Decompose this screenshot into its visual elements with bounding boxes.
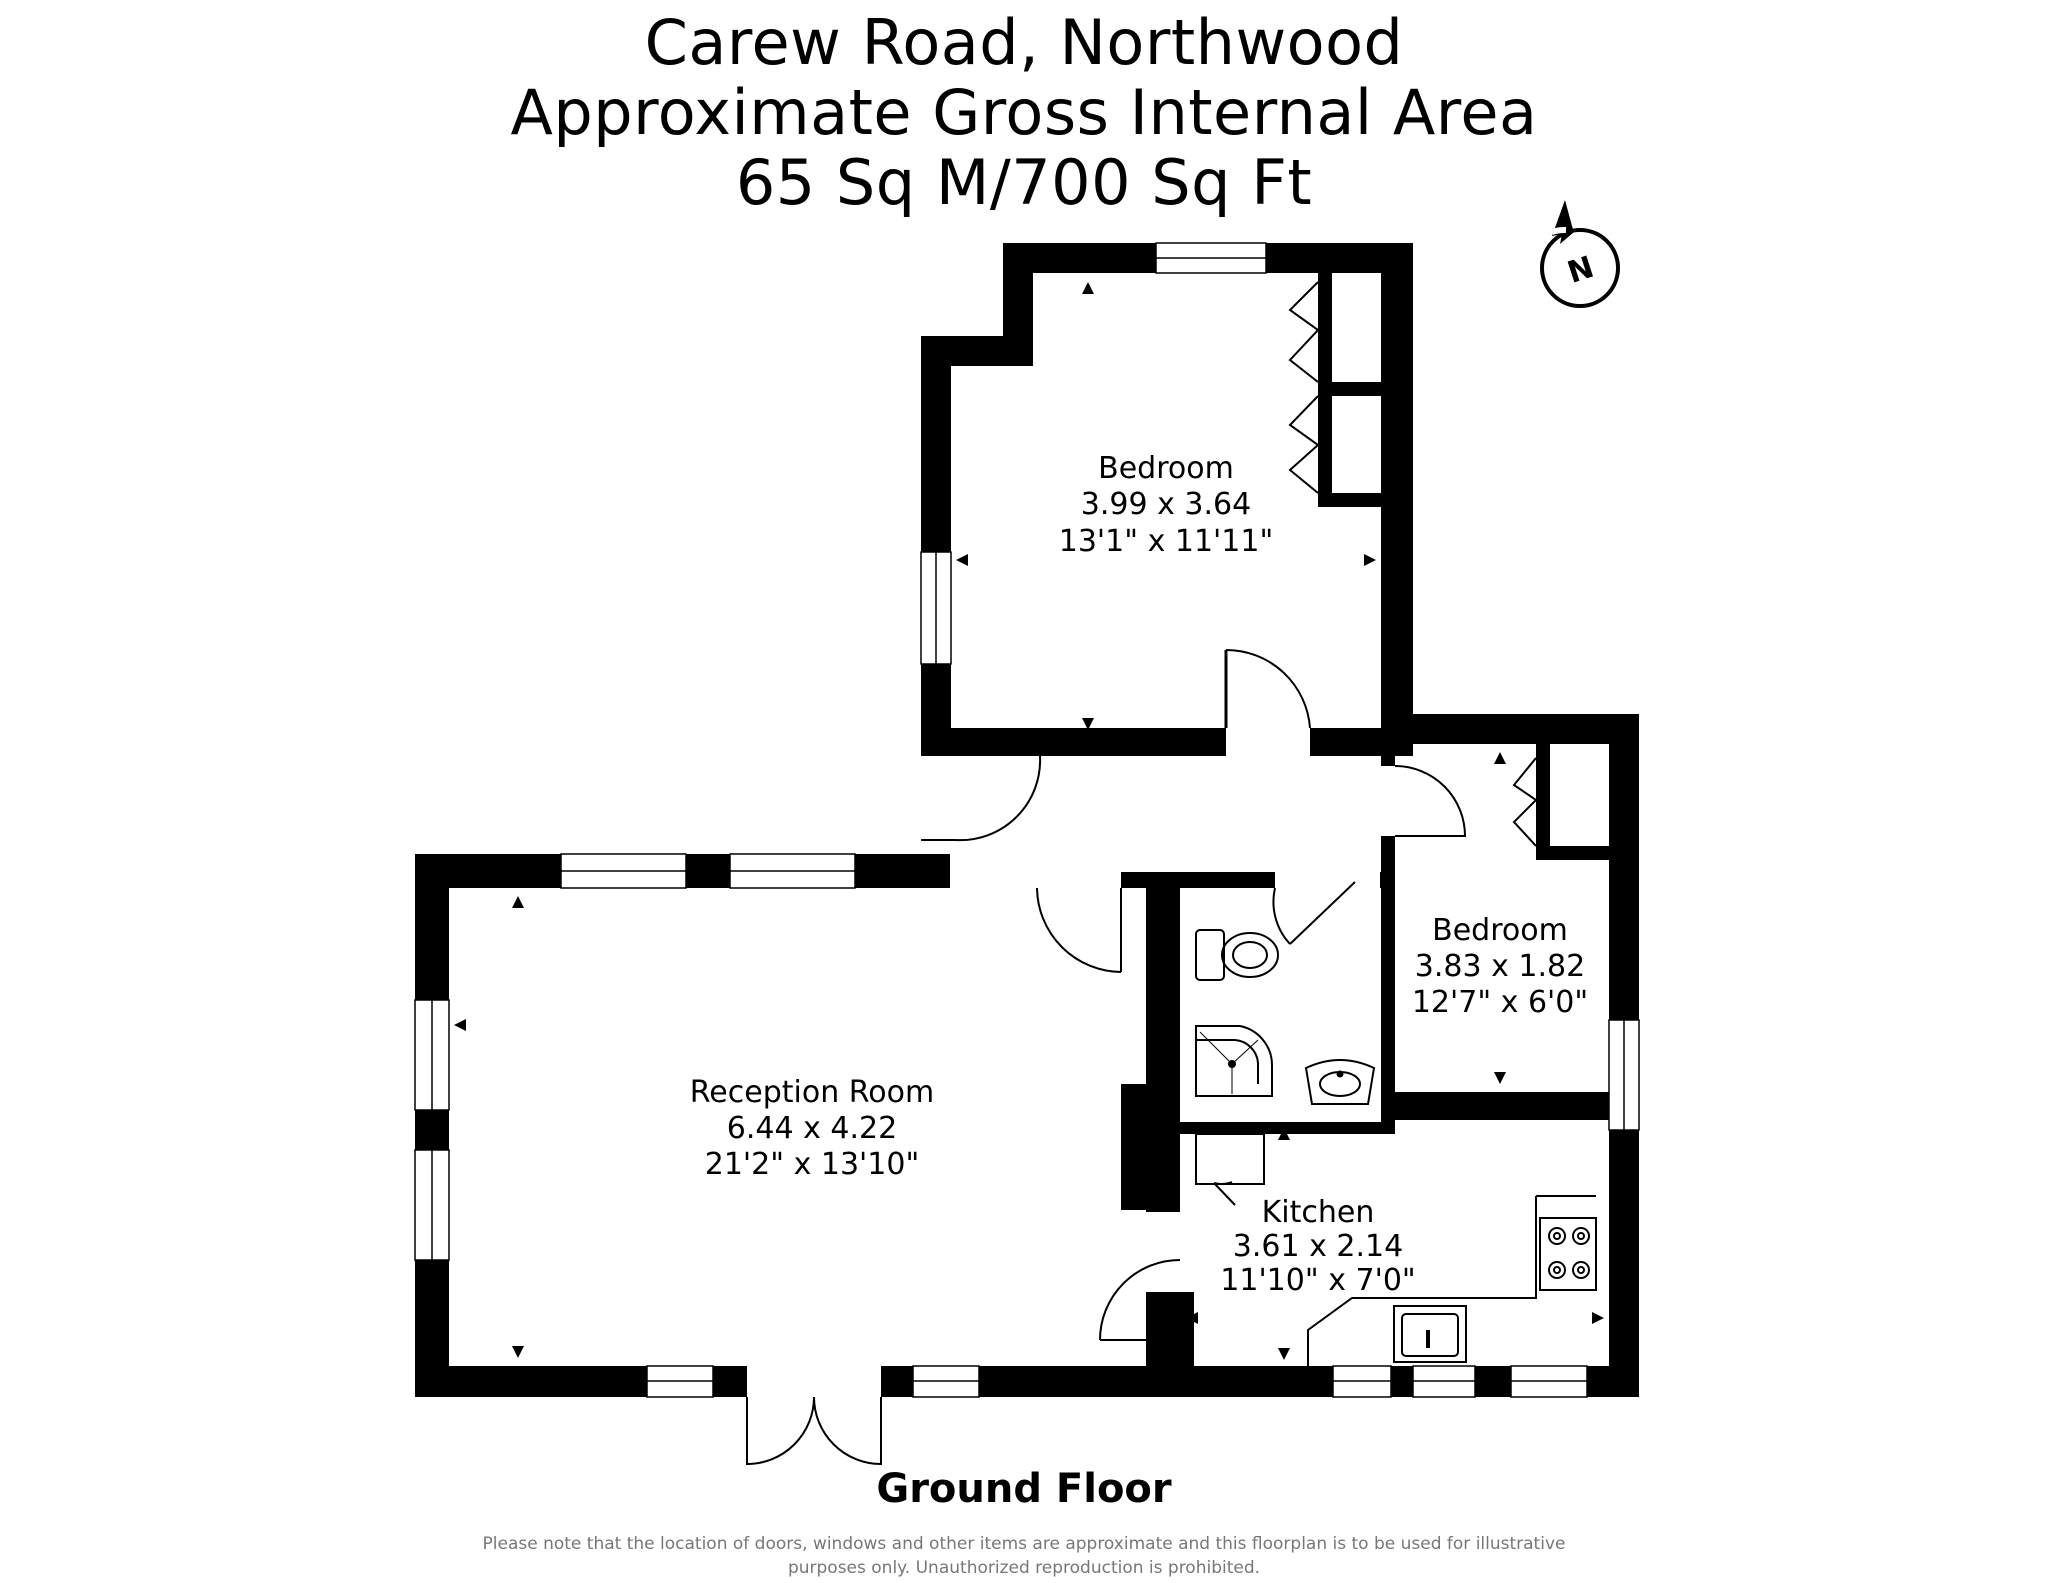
disclaimer-line: purposes only. Unauthorized reproduction… <box>787 1558 1261 1578</box>
room-metric-size: 3.83 x 1.82 <box>1415 949 1585 984</box>
room-name: Bedroom <box>1432 913 1568 948</box>
wall <box>1381 714 1395 766</box>
room-name: Kitchen <box>1262 1195 1375 1230</box>
patio-door-swing <box>746 1396 882 1466</box>
bedroom1-door-opening <box>1226 728 1310 756</box>
disclaimer-line: Please note that the location of doors, … <box>482 1534 1566 1554</box>
wall <box>1318 382 1381 396</box>
kitchen-worktop <box>1307 1195 1596 1366</box>
wall <box>1381 243 1413 728</box>
bedroom2-wardrobe-door <box>1512 757 1538 847</box>
dimension-markers <box>454 282 1604 1360</box>
room-imperial-size: 13'1" x 11'11" <box>1059 524 1274 559</box>
room-label-reception: Reception Room 6.44 x 4.22 21'2" x 13'10… <box>690 1075 934 1182</box>
wall <box>1121 1084 1179 1210</box>
basin-icon <box>1304 1059 1376 1105</box>
doors <box>746 281 1538 1466</box>
wall <box>1381 1092 1395 1134</box>
wall <box>1536 744 1550 856</box>
wardrobe-door <box>1288 395 1320 494</box>
wall <box>921 336 951 756</box>
wall <box>1121 872 1275 888</box>
wall <box>1318 273 1332 507</box>
room-labels: Bedroom 3.99 x 3.64 13'1" x 11'11" Bedro… <box>690 451 1588 1298</box>
bedroom1-door-swing <box>1225 648 1311 729</box>
hob-icon <box>1539 1217 1597 1291</box>
wall <box>1381 714 1639 744</box>
disclaimer: Please note that the location of doors, … <box>440 1532 1608 1580</box>
walls <box>415 243 1639 1397</box>
room-imperial-size: 11'10" x 7'0" <box>1220 1263 1415 1298</box>
kitchen-door-swing <box>1099 1259 1181 1341</box>
wall <box>1381 836 1395 1098</box>
store-cupboard-door <box>1213 1181 1236 1206</box>
area-value: 65 Sq M/700 Sq Ft <box>735 146 1313 219</box>
floor-label: Ground Floor <box>876 1466 1172 1512</box>
wall <box>1003 243 1033 340</box>
room-imperial-size: 12'7" x 6'0" <box>1412 985 1588 1020</box>
wall <box>921 728 1226 756</box>
windows <box>414 242 1640 1398</box>
reception-door-swing <box>1036 887 1122 973</box>
patio-door-opening <box>747 1366 881 1397</box>
room-imperial-size: 21'2" x 13'10" <box>705 1147 920 1182</box>
wall <box>1180 1122 1395 1134</box>
wardrobe-door <box>1288 281 1320 383</box>
wall <box>1318 493 1381 507</box>
area-caption: Approximate Gross Internal Area <box>510 76 1538 149</box>
shower-icon <box>1195 1025 1274 1097</box>
plan-header: Carew Road, Northwood Approximate Gross … <box>0 8 2048 218</box>
wc-door-swing <box>1272 881 1356 945</box>
property-address: Carew Road, Northwood <box>644 6 1404 79</box>
room-metric-size: 3.61 x 2.14 <box>1233 1229 1403 1264</box>
toilet-icon <box>1195 929 1279 981</box>
room-metric-size: 6.44 x 4.22 <box>727 1111 897 1146</box>
wall <box>1146 1292 1194 1397</box>
room-label-bedroom-2: Bedroom 3.83 x 1.82 12'7" x 6'0" <box>1412 913 1588 1020</box>
north-compass: N <box>1540 200 1620 308</box>
room-label-kitchen: Kitchen 3.61 x 2.14 11'10" x 7'0" <box>1220 1195 1415 1298</box>
room-metric-size: 3.99 x 3.64 <box>1081 487 1251 522</box>
room-name: Bedroom <box>1098 451 1234 486</box>
wall <box>1536 846 1609 860</box>
fixtures <box>1195 929 1597 1366</box>
wall <box>1381 1092 1609 1120</box>
compass-letter: N <box>1563 250 1598 291</box>
hall-door-swing <box>921 755 1042 842</box>
wall <box>415 854 449 1397</box>
compass-ring <box>1540 228 1620 308</box>
bedroom2-door-swing <box>1394 765 1467 837</box>
room-name: Reception Room <box>690 1075 934 1110</box>
wall <box>1380 872 1395 888</box>
kitchen-sink-icon <box>1393 1305 1467 1363</box>
store-cupboard <box>1195 1133 1265 1185</box>
room-label-bedroom-1: Bedroom 3.99 x 3.64 13'1" x 11'11" <box>1059 451 1274 559</box>
